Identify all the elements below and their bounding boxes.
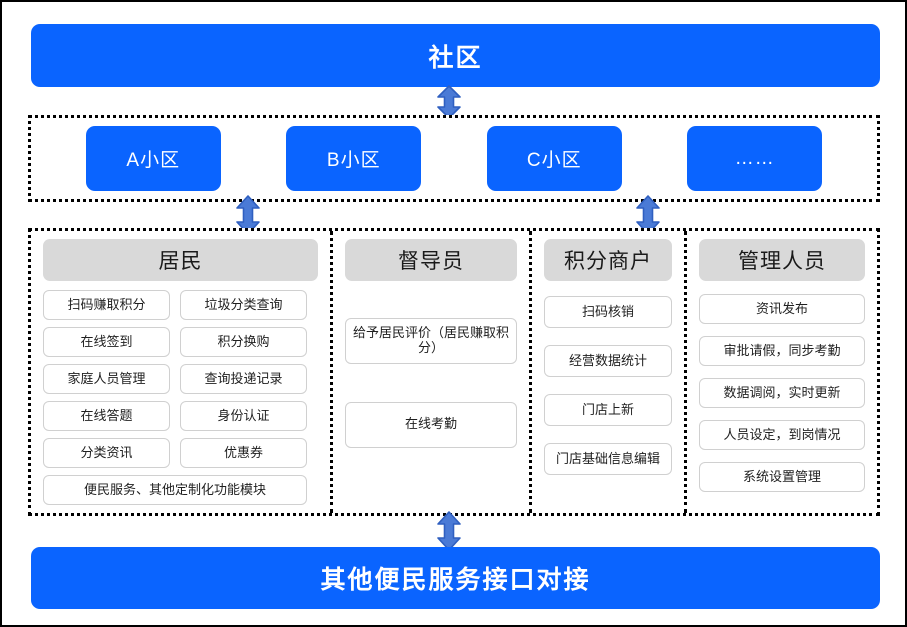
role-item[interactable]: 人员设定，到岗情况 xyxy=(699,420,865,450)
roles-container: 居民 扫码赚取积分 垃圾分类查询 在线签到 积分换购 家庭人员管理 查询投递记录… xyxy=(28,228,880,516)
role-item[interactable]: 给予居民评价（居民赚取积分） xyxy=(345,317,517,364)
role-title-supervisor: 督导员 xyxy=(345,239,517,281)
community-banner-label: 社区 xyxy=(428,43,483,72)
role-item[interactable]: 经营数据统计 xyxy=(544,345,672,377)
estates-container: A小区 B小区 C小区 …… xyxy=(28,115,880,202)
role-title-residents: 居民 xyxy=(43,239,318,281)
role-item[interactable]: 在线考勤 xyxy=(345,401,517,448)
role-title-merchant: 积分商户 xyxy=(544,239,672,281)
role-item[interactable]: 数据调阅，实时更新 xyxy=(699,378,865,408)
role-item[interactable]: 垃圾分类查询 xyxy=(180,290,307,320)
connector-community-to-estates-icon xyxy=(437,85,461,119)
interfaces-banner: 其他便民服务接口对接 xyxy=(31,547,880,609)
estate-chip-a[interactable]: A小区 xyxy=(85,126,221,191)
community-banner: 社区 xyxy=(31,24,880,87)
role-item[interactable]: 分类资讯 xyxy=(43,438,170,468)
role-column-residents: 居民 扫码赚取积分 垃圾分类查询 在线签到 积分换购 家庭人员管理 查询投递记录… xyxy=(31,231,333,513)
role-item[interactable]: 门店上新 xyxy=(544,394,672,426)
roles-row: 居民 扫码赚取积分 垃圾分类查询 在线签到 积分换购 家庭人员管理 查询投递记录… xyxy=(31,231,877,513)
role-item[interactable]: 优惠券 xyxy=(180,438,307,468)
role-item[interactable]: 系统设置管理 xyxy=(699,462,865,492)
role-title-admin: 管理人员 xyxy=(699,239,865,281)
estate-chip-a-label: A小区 xyxy=(126,150,181,171)
role-item[interactable]: 在线答题 xyxy=(43,401,170,431)
role-item[interactable]: 审批请假，同步考勤 xyxy=(699,336,865,366)
role-item[interactable]: 在线签到 xyxy=(43,327,170,357)
role-items-supervisor: 给予居民评价（居民赚取积分） 在线考勤 xyxy=(345,290,517,505)
role-item[interactable]: 扫码赚取积分 xyxy=(43,290,170,320)
role-column-admin: 管理人员 资讯发布 审批请假，同步考勤 数据调阅，实时更新 人员设定，到岗情况 … xyxy=(687,231,877,513)
estate-chip-b[interactable]: B小区 xyxy=(286,126,422,191)
role-item[interactable]: 积分换购 xyxy=(180,327,307,357)
connector-roles-to-interfaces-icon xyxy=(437,511,461,551)
role-item[interactable]: 家庭人员管理 xyxy=(43,364,170,394)
role-item[interactable]: 便民服务、其他定制化功能模块 xyxy=(43,475,307,505)
role-item[interactable]: 资讯发布 xyxy=(699,294,865,324)
role-items-admin: 资讯发布 审批请假，同步考勤 数据调阅，实时更新 人员设定，到岗情况 系统设置管… xyxy=(699,290,865,505)
estate-chip-more-label: …… xyxy=(734,147,775,169)
role-item[interactable]: 查询投递记录 xyxy=(180,364,307,394)
estate-chip-c[interactable]: C小区 xyxy=(486,126,622,191)
role-items-merchant: 扫码核销 经营数据统计 门店上新 门店基础信息编辑 xyxy=(544,290,672,505)
estate-chip-c-label: C小区 xyxy=(526,150,582,171)
estate-chip-more[interactable]: …… xyxy=(687,126,823,191)
role-column-supervisor: 督导员 给予居民评价（居民赚取积分） 在线考勤 xyxy=(333,231,532,513)
role-item[interactable]: 门店基础信息编辑 xyxy=(544,443,672,475)
role-item[interactable]: 扫码核销 xyxy=(544,296,672,328)
role-items-residents: 扫码赚取积分 垃圾分类查询 在线签到 积分换购 家庭人员管理 查询投递记录 在线… xyxy=(43,290,318,505)
role-item[interactable]: 身份认证 xyxy=(180,401,307,431)
estate-chip-b-label: B小区 xyxy=(326,150,381,171)
role-column-merchant: 积分商户 扫码核销 经营数据统计 门店上新 门店基础信息编辑 xyxy=(532,231,687,513)
interfaces-banner-label: 其他便民服务接口对接 xyxy=(320,566,591,594)
estates-row: A小区 B小区 C小区 …… xyxy=(31,118,877,199)
